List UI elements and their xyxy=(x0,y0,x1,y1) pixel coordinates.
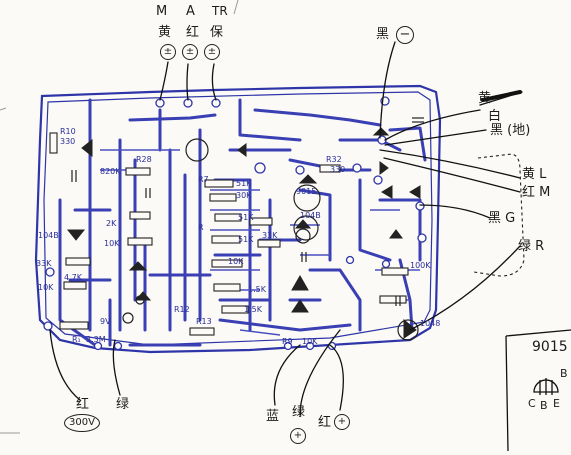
comp-4.7k: 4.7K xyxy=(64,273,82,282)
comp-R7: R7 xyxy=(198,175,209,184)
pcb-marked-parts xyxy=(185,138,419,341)
paper-edge-marks xyxy=(0,0,239,434)
label-green: 绿 xyxy=(292,405,306,420)
comp-R28: R28 xyxy=(136,155,152,164)
pin-E: E xyxy=(553,397,560,410)
comp-10k-b: 10K xyxy=(38,283,54,292)
pin-C: C xyxy=(528,397,536,410)
label-yellow-top: 黄 xyxy=(478,91,492,106)
terminal-circle-3: ± xyxy=(204,44,220,60)
comp-3.3M: 3.3M xyxy=(86,335,106,344)
comp-10k: 10K xyxy=(104,239,120,248)
comp-100k: 100K xyxy=(410,261,431,270)
comp-51k-b: 51K xyxy=(238,213,254,222)
pin-B-side: B xyxy=(560,367,568,380)
pin-B: B xyxy=(540,399,548,412)
label-red-300v: 红 xyxy=(76,397,90,412)
label-white: 白 xyxy=(488,109,502,124)
label-A: A xyxy=(186,4,195,19)
label-yellow-L: 黄 L xyxy=(522,167,547,182)
comp-51k-a: 51K xyxy=(236,179,252,188)
label-black-ground: 黑 (地) xyxy=(490,123,531,138)
comp-104b: 104B xyxy=(38,231,59,240)
comp-30k: 30K xyxy=(236,191,252,200)
pcb-pads xyxy=(43,96,427,351)
comp-R10-value: 330 xyxy=(60,137,76,146)
yellow-marker-line xyxy=(481,90,522,102)
plus-terminal-1: + xyxy=(290,428,306,444)
transistor-inset xyxy=(505,329,571,452)
comp-9015: 9015 xyxy=(296,187,317,196)
label-red-bottom: 红 xyxy=(318,415,332,430)
label-green-left: 绿 xyxy=(116,397,130,412)
comp-R12: R12 xyxy=(174,305,190,314)
label-TR: TR xyxy=(212,4,228,18)
comp-820k: 820K xyxy=(100,167,121,176)
comp-R9: R9 xyxy=(282,337,293,346)
comp-1048: 1048 xyxy=(420,319,441,328)
comp-R32: R32 xyxy=(326,155,342,164)
comp-9v: 9V xyxy=(100,317,111,326)
transistor-title: 9015 xyxy=(532,339,568,355)
label-yellow: 黄 xyxy=(158,25,172,40)
comp-2k: 2K xyxy=(106,219,117,228)
plus-terminal-2: + xyxy=(334,414,350,430)
label-blue: 蓝 xyxy=(266,409,280,424)
comp-R1: R₁ xyxy=(72,335,81,344)
pcb-semiconductors xyxy=(66,127,421,339)
comp-33k-b: 33K xyxy=(262,231,278,240)
comp-R: R xyxy=(198,223,204,232)
label-M: M xyxy=(156,4,168,19)
terminal-circle-2: ± xyxy=(182,44,198,60)
label-red-M: 红 M xyxy=(522,185,551,200)
comp-R13: R13 xyxy=(196,317,212,326)
comp-10k-c: 10K xyxy=(302,337,318,346)
label-protect: 保 xyxy=(210,25,224,40)
label-300v: 300V xyxy=(64,414,100,432)
comp-1.5k-a: 1.5K xyxy=(248,285,266,294)
label-black-G: 黑 G xyxy=(488,211,516,226)
comp-R10: R10 xyxy=(60,127,76,136)
comp-33k: 33K xyxy=(36,259,52,268)
neg-terminal: − xyxy=(396,26,414,44)
comp-104b-b: 104B xyxy=(300,211,321,220)
comp-10k-d: 10K xyxy=(228,257,244,266)
lead-wires xyxy=(49,41,523,416)
comp-330: 330 xyxy=(330,165,346,174)
label-green-R: 绿 R xyxy=(518,239,545,254)
pcb-components xyxy=(49,132,409,336)
comp-1.5k-b: 1.5K xyxy=(244,305,262,314)
connector-box xyxy=(473,153,525,277)
label-black-neg: 黑 xyxy=(376,27,390,42)
label-red: 红 xyxy=(186,25,200,40)
comp-51k-c: 51K xyxy=(238,235,254,244)
terminal-circle-1: ± xyxy=(160,44,176,60)
